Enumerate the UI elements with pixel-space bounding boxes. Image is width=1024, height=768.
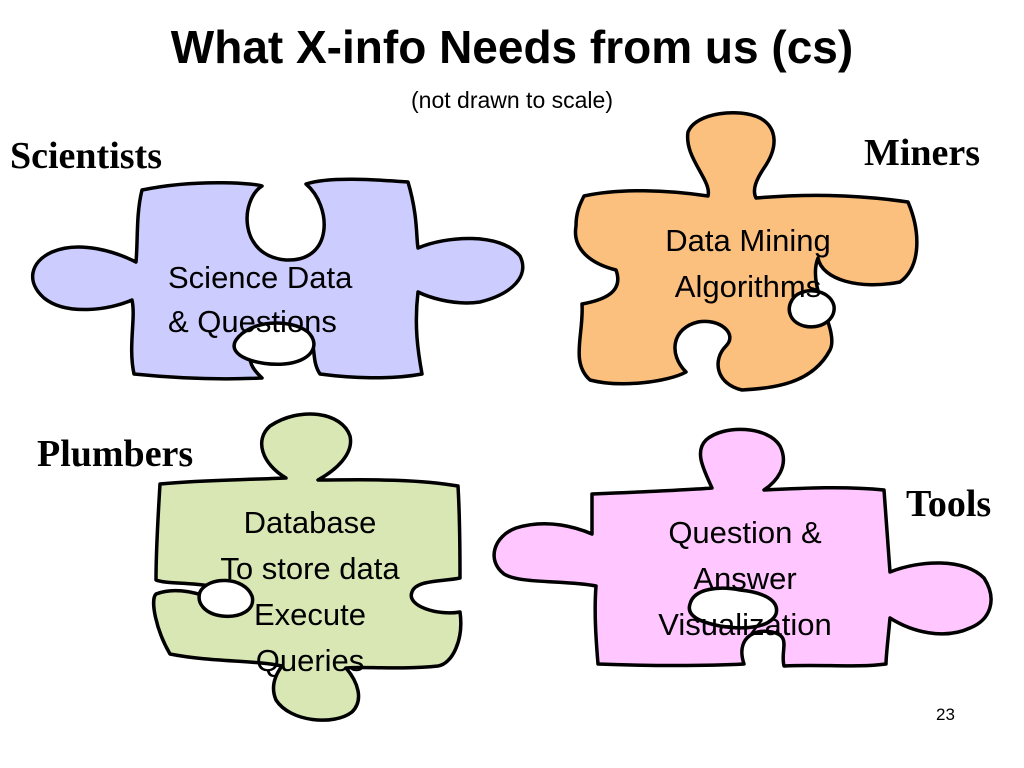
page-number: 23 (936, 705, 955, 724)
role-label-miners: Miners (864, 132, 981, 174)
question-answer-piece-line: Visualization (658, 607, 832, 642)
database-piece-line: Queries (255, 643, 365, 678)
data-mining-piece-line: Algorithms (674, 269, 822, 304)
database-puzzle-piece (151, 412, 463, 722)
data-mining-piece-text: Data Mining Algorithms (628, 218, 868, 310)
data-mining-puzzle-piece (573, 111, 919, 392)
science-piece-line: Science Data (168, 260, 353, 295)
role-label-plumbers: Plumbers (37, 433, 194, 475)
slide-title: What X-info Needs from us (cs) (170, 21, 854, 73)
science-piece-line: & Questions (168, 304, 337, 339)
database-piece-line: To store data (220, 551, 400, 586)
science-puzzle-hole (232, 321, 316, 366)
role-label-scientists: Scientists (10, 135, 162, 177)
science-piece-text: Science Data & Questions (168, 256, 352, 344)
database-piece-line: Database (243, 505, 377, 540)
science-puzzle-piece (30, 177, 525, 381)
question-answer-piece-line: Question & (668, 515, 822, 550)
question-answer-piece-text: Question & Answer Visualization (610, 510, 880, 648)
database-piece-text: Database To store data Execute Queries (182, 500, 438, 684)
question-answer-puzzle-hole (687, 586, 779, 630)
slide-subtitle: (not drawn to scale) (411, 87, 613, 113)
role-label-tools: Tools (906, 483, 992, 525)
data-mining-puzzle-hole (787, 289, 836, 329)
question-answer-puzzle-piece (492, 427, 993, 668)
question-answer-piece-line: Answer (693, 561, 797, 596)
database-piece-line: Execute (253, 597, 366, 632)
database-puzzle-hole (197, 578, 255, 619)
data-mining-piece-line: Data Mining (665, 223, 831, 258)
